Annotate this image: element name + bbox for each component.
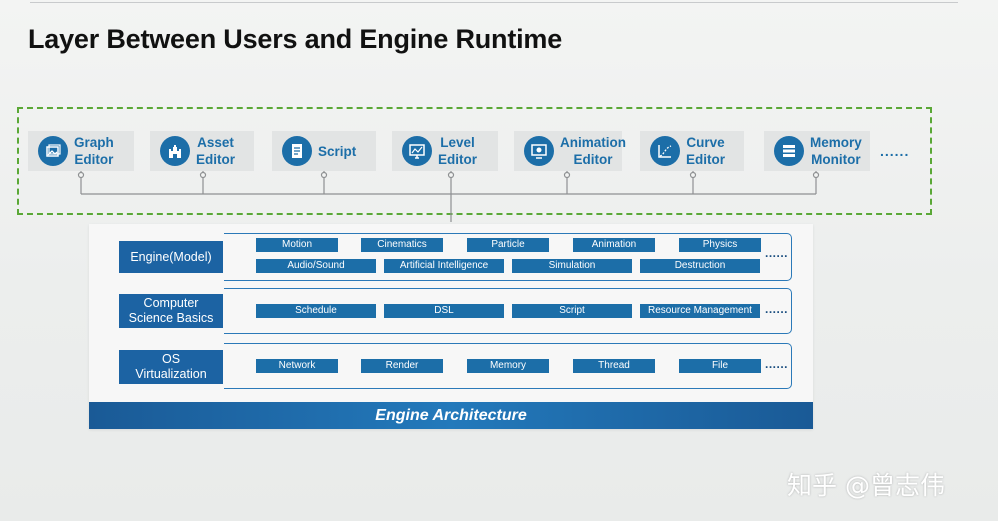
tool-script[interactable]: Script: [272, 131, 376, 171]
tool-label: Script: [318, 143, 357, 159]
module-chip: Thread: [573, 359, 655, 373]
slide-title: Layer Between Users and Engine Runtime: [28, 24, 563, 54]
more-ellipsis: ......: [765, 357, 789, 371]
module-chip: Script: [512, 304, 632, 318]
image-icon: [38, 136, 68, 166]
module-chip: Resource Management: [640, 304, 760, 318]
module-chip: Audio/Sound: [256, 259, 376, 273]
module-chip: Destruction: [640, 259, 760, 273]
more-ellipsis: ......: [765, 302, 789, 316]
animation-icon: [524, 136, 554, 166]
document-icon: [282, 136, 312, 166]
module-chip: DSL: [384, 304, 504, 318]
module-chip: Motion: [256, 238, 338, 252]
server-icon: [774, 136, 804, 166]
curve-icon: [650, 136, 680, 166]
castle-icon: [160, 136, 190, 166]
module-chip: Particle: [467, 238, 549, 252]
module-chip: Memory: [467, 359, 549, 373]
monitor-icon: [402, 136, 432, 166]
engine-model-row: [224, 233, 792, 281]
zhihu-watermark: 知乎 @曾志伟: [787, 471, 945, 500]
computer-science-row: [224, 288, 792, 334]
module-chip: Simulation: [512, 259, 632, 273]
os-virtualization-row: [224, 343, 792, 389]
module-chip: Render: [361, 359, 443, 373]
more-ellipsis: ......: [765, 246, 789, 260]
module-chip: Artificial Intelligence: [384, 259, 504, 273]
layer-label-engine-model: Engine(Model): [119, 241, 223, 273]
module-chip: Physics: [679, 238, 761, 252]
module-chip: Schedule: [256, 304, 376, 318]
tools-layer-box: [17, 107, 932, 215]
module-chip: Animation: [573, 238, 655, 252]
module-chip: Cinematics: [361, 238, 443, 252]
tool-connectors: [77, 171, 820, 222]
tools-more-ellipsis: ......: [880, 143, 910, 159]
module-chip: File: [679, 359, 761, 373]
top-divider: [30, 2, 958, 3]
engine-architecture-footer: Engine Architecture: [89, 402, 813, 429]
module-chip: Network: [256, 359, 338, 373]
